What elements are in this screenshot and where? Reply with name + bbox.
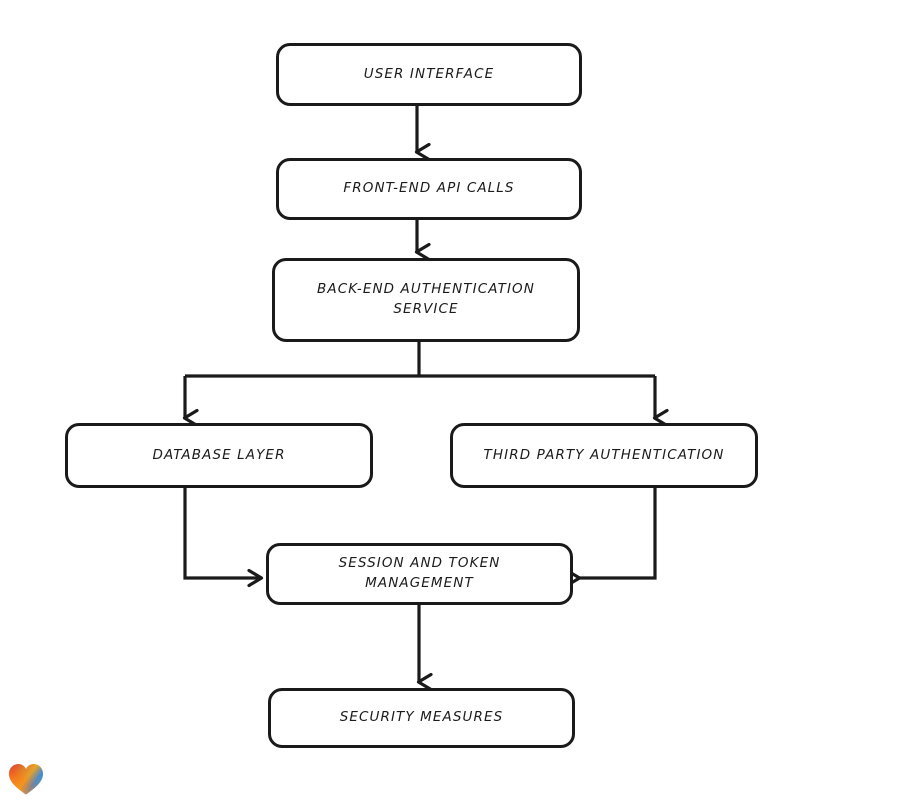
node-label-database-layer: Database Layer bbox=[152, 446, 286, 463]
node-label-front-end-api-calls: Front-End API Calls bbox=[343, 180, 515, 197]
node-user-interface[interactable]: User Interface bbox=[276, 43, 582, 106]
node-back-end-auth-service[interactable]: Back-End Authentication Service bbox=[272, 258, 580, 342]
node-label-third-party-auth: Third Party Authentication bbox=[483, 446, 725, 463]
node-database-layer[interactable]: Database Layer bbox=[65, 423, 373, 488]
node-security-measures[interactable]: Security Measures bbox=[268, 688, 575, 748]
node-label-security-measures: Security Measures bbox=[339, 709, 504, 726]
node-label-user-interface: User Interface bbox=[363, 65, 495, 82]
node-session-token-mgmt[interactable]: Session and Token Management bbox=[266, 543, 573, 605]
edge-thirdp-to-session bbox=[565, 488, 657, 588]
node-label-session-token-mgmt: Session and Token Management bbox=[338, 555, 501, 591]
edge-db-to-session bbox=[183, 488, 264, 588]
node-third-party-auth[interactable]: Third Party Authentication bbox=[450, 423, 758, 488]
heart-logo-icon bbox=[9, 764, 43, 795]
node-front-end-api-calls[interactable]: Front-End API Calls bbox=[276, 158, 582, 220]
node-label-back-end-auth-service: Back-End Authentication Service bbox=[317, 281, 535, 317]
